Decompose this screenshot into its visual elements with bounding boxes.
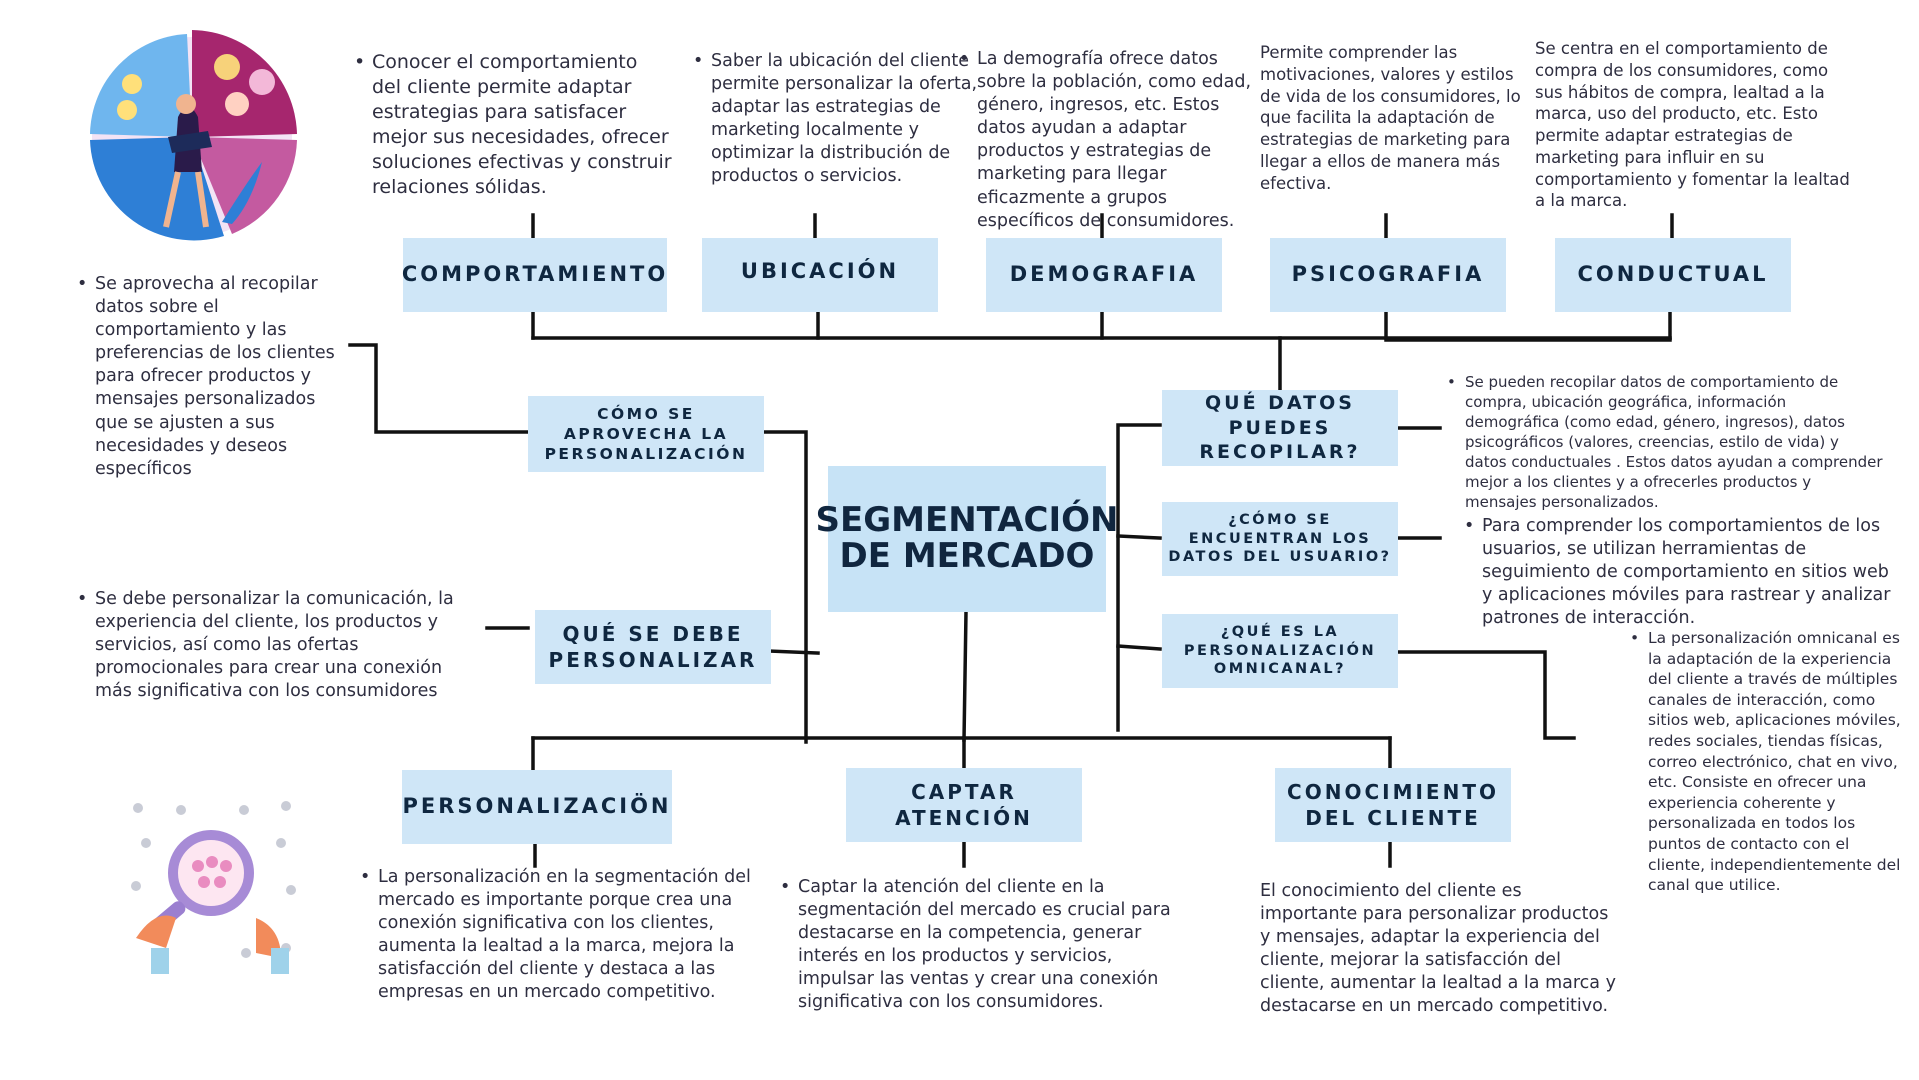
comportamiento-description: •Conocer el comportamiento del cliente p… [354, 51, 672, 199]
como-se-aprovecha-box: CÓMO SE APROVECHA LA PERSONALIZACIÓN [528, 396, 764, 472]
ubicacion-description: •Saber la ubicación del cliente permite … [693, 51, 978, 187]
psicografia-box: PSICOGRAFIA [1270, 238, 1506, 312]
connector [1393, 650, 1576, 740]
personalizacion-omnicanal-box: ¿QUÉ ES LA PERSONALIZACIÓN OMNICANAL? [1162, 614, 1398, 688]
ubicacion-box: UBICACIÓN [702, 238, 938, 312]
connector [348, 343, 530, 434]
center-title-box: SEGMENTACIÓN DE MERCADO [816, 466, 1118, 612]
connector [1116, 644, 1162, 651]
personalizacion-box: PERSONALIZACIÖN [402, 770, 672, 844]
captar-atencion-description: •Captar la atención del cliente en la se… [780, 877, 1171, 1013]
como-se-encuentran-box: ¿CÓMO SE ENCUENTRAN LOS DATOS DEL USUARI… [1162, 502, 1398, 576]
connector [1116, 534, 1162, 540]
conocimiento-description: El conocimiento del cliente es important… [1260, 881, 1616, 1017]
que-se-debe-description: •Se debe personalizar la comunicación, l… [77, 589, 454, 702]
comportamiento-box: COMPORTAMIENTO [402, 238, 667, 312]
captar-atencion-box: CAPTAR ATENCIÓN [846, 768, 1082, 842]
connector [1116, 423, 1162, 732]
connector [766, 649, 820, 655]
que-se-debe-personalizar-box: QUÉ SE DEBE PERSONALIZAR [535, 610, 771, 684]
que-datos-box: QUÉ DATOS PUEDES RECOPILAR? [1162, 390, 1398, 466]
como-se-aprovecha-description: •Se aprovecha al recopilar datos sobre e… [77, 274, 335, 479]
marketing-woman-chart-illustration [90, 30, 297, 241]
conocimiento-del-cliente-box: CONOCIMIENTO DEL CLIENTE [1275, 768, 1511, 842]
connector [761, 430, 808, 744]
demografia-description: •La demografía ofrece datos sobre la pob… [959, 49, 1252, 231]
magnifier-audience-illustration [131, 801, 296, 974]
conductual-box: CONDUCTUAL [1555, 238, 1791, 312]
personalizacion-description: •La personalización en la segmentación d… [360, 867, 751, 1003]
demografia-box: DEMOGRAFIA [986, 238, 1222, 312]
connector [962, 610, 968, 742]
que-datos-description: •Se pueden recopilar datos de comportami… [1447, 373, 1883, 511]
como-se-encuentran-description: •Para comprender los comportamientos de … [1464, 516, 1891, 629]
omnicanal-description: •La personalización omnicanal es la adap… [1630, 629, 1901, 895]
conductual-description: Se centra en el comportamiento de compra… [1535, 39, 1850, 211]
psicografia-description: Permite comprender las motivaciones, val… [1260, 43, 1521, 193]
